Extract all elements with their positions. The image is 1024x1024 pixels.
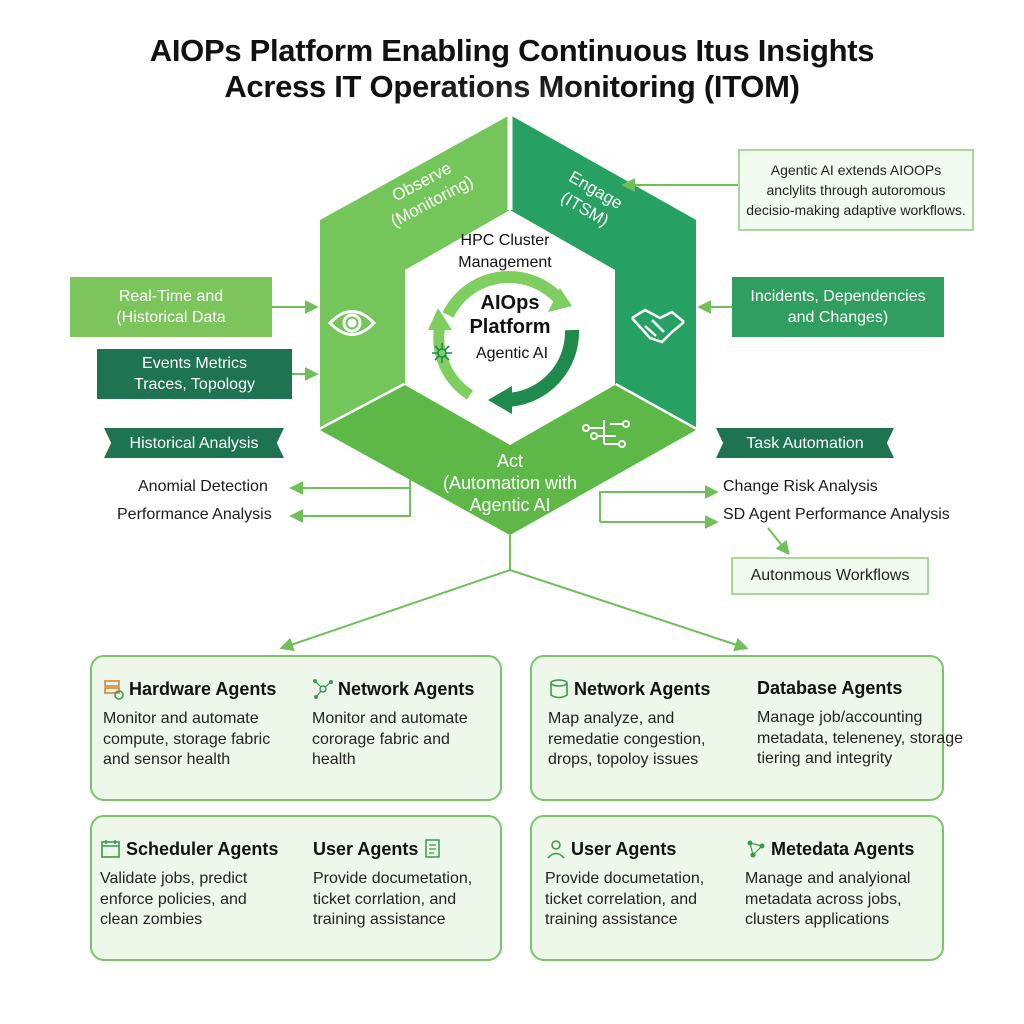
anomaly-detection-label: Anomial Detection [138,478,268,495]
hpc-cluster-label: HPC Cluster Management [458,232,552,271]
server-gear-icon [104,680,124,700]
agent-card [530,815,944,961]
agentic-ai-note: Agentic AI extends AIOOPs anclylits thro… [738,149,974,231]
eye-icon [327,310,377,336]
support-person-icon [547,840,565,859]
change-risk-label: Change Risk Analysis [723,478,878,495]
autonomous-workflows-box: Autonmous Workflows [731,557,929,595]
aiops-platform-label: AIOps Platform [469,292,551,338]
task-automation-ribbon: Task Automation [716,428,894,458]
agent-description: Manage job/accounting metadata, telenene… [757,709,964,767]
agent-name: Database Agents [757,678,903,698]
metadata-nodes-icon [747,840,765,858]
hexagon-act-segment [320,385,696,535]
documents-icon [425,839,441,858]
events-metrics-ribbon: Events Metrics Traces, Topology [97,349,292,399]
agent-description: Monitor and automate cororage fabric and… [312,710,468,768]
agent-name: Network Agents [574,678,711,699]
cycle-arrow-right [504,329,580,407]
cycle-arrow-top [442,271,565,318]
title-line-1: AIOPs Platform Enabling Continuous Itus … [149,33,875,68]
agent-description: Manage and analyional metadata across jo… [745,870,911,928]
database-agents: Database Agents Manage job/accounting me… [757,678,963,770]
agentic-ai-label: Agentic AI [475,345,549,362]
network-nodes-icon [313,679,333,699]
network-agents: Network Agents Monitor and automate coro… [312,678,474,771]
scheduler-agents: Scheduler Agents Validate jobs, predict … [100,838,278,931]
historical-analysis-ribbon: Historical Analysis [104,428,284,458]
user-agents: User Agents Provide documetation, ticket… [313,838,472,931]
calendar-icon [101,840,120,858]
agentic-ai-icon [432,343,452,363]
hardware-agents: Hardware Agents Monitor and automate com… [103,678,276,771]
sd-agent-label: SD Agent Performance Analysis [723,506,950,523]
cycle-arrow-left [433,323,474,400]
agent-name: Network Agents [338,678,475,699]
metadata-agents: Metedata Agents Manage and analyional me… [745,838,914,931]
agent-name: User Agents [571,838,677,859]
incidents-ribbon: Incidents, Dependencies and Changes) [732,277,944,337]
database-icon [550,679,568,699]
circuit-icon [582,420,630,448]
agent-name: Hardware Agents [129,678,277,699]
agent-name: Metedata Agents [771,838,915,859]
hexagon-engage-segment [510,115,696,430]
handshake-icon [631,308,685,344]
agent-name: Scheduler Agents [126,838,279,859]
agent-card [530,655,944,801]
user-agents-2: User Agents Provide documetation, ticket… [545,838,704,931]
act-label: Act (Automation with Agentic AI [442,451,578,515]
agent-description: Validate jobs, predict enforce policies,… [100,870,248,928]
realtime-data-ribbon: Real-Time and (Historical Data [70,277,272,337]
agent-description: Map analyze, and remedatie congestion, d… [548,710,706,768]
agent-card [90,655,502,801]
agent-description: Provide documetation, ticket corrlation,… [313,870,473,928]
agent-description: Provide documetation, ticket correlation… [545,870,705,928]
network-agents-2: Network Agents Map analyze, and remedati… [548,678,710,771]
performance-analysis-label: Performance Analysis [117,506,272,523]
agent-name: User Agents [313,838,419,859]
agent-description: Monitor and automate compute, storage fa… [103,710,271,768]
